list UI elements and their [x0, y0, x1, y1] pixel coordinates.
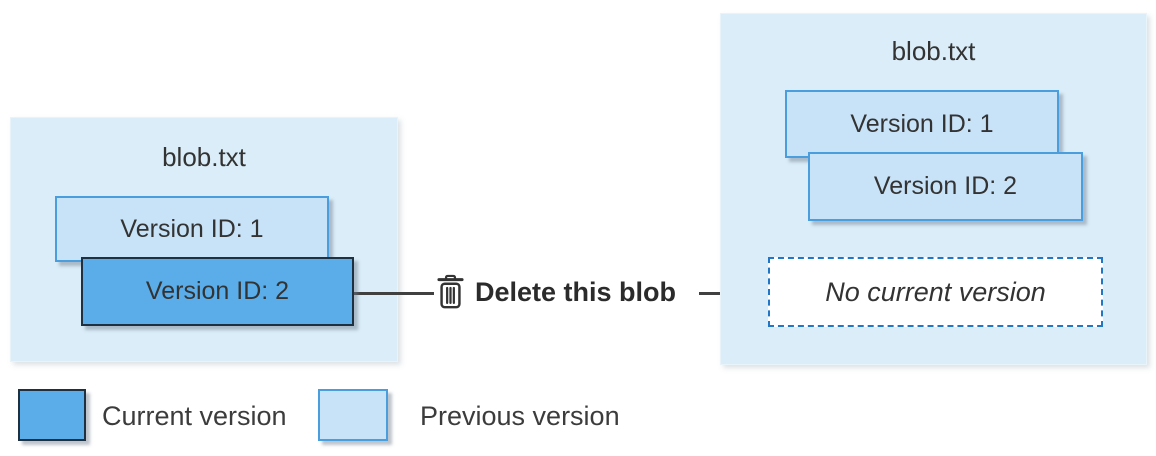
version-label: Version ID: 2 [873, 172, 1018, 200]
no-current-version-label: No current version [825, 276, 1046, 307]
delete-action-label: Delete this blob [475, 277, 677, 307]
trash-icon [436, 274, 465, 310]
version-box-previous: Version ID: 1 [55, 196, 329, 262]
version-label: Version ID: 1 [120, 214, 264, 243]
version-label: Version ID: 2 [145, 277, 290, 305]
legend-swatch-previous-version [318, 389, 388, 441]
legend-swatch-current-version [18, 389, 86, 441]
blob-container-after: blob.txt Version ID: 1 Version ID: 2 No … [720, 13, 1147, 365]
blob-container-before: blob.txt Version ID: 1 Version ID: 2 [10, 117, 398, 362]
version-label: Version ID: 1 [850, 109, 994, 138]
version-box-current: Version ID: 2 [81, 257, 354, 326]
version-box-previous: Version ID: 2 [808, 152, 1083, 221]
connector-line-left [352, 292, 434, 295]
blob-title: blob.txt [891, 36, 976, 66]
version-box-previous: Version ID: 1 [785, 90, 1059, 158]
no-current-version-box: No current version [768, 257, 1103, 327]
legend-label-previous-version: Previous version [420, 401, 620, 431]
blob-title: blob.txt [162, 142, 246, 172]
legend-label-current-version: Current version [102, 401, 287, 431]
